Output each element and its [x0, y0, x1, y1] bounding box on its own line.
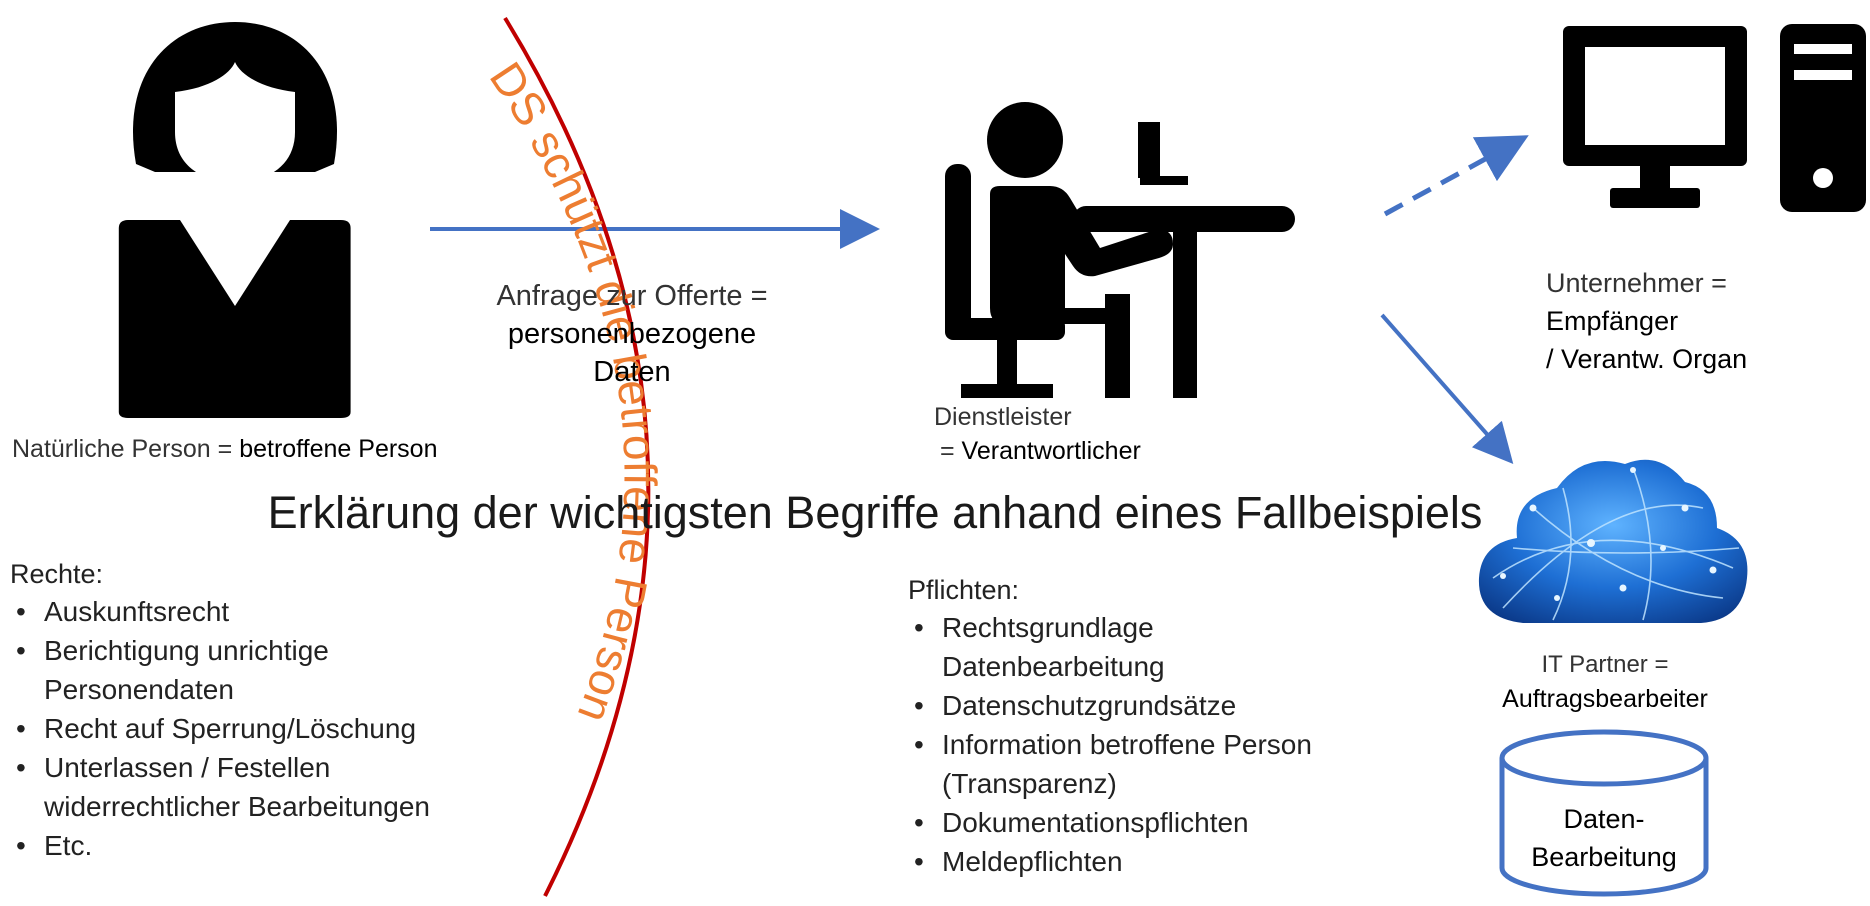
- person-label-bold: betroffene Person: [239, 435, 438, 463]
- request-line-2: personenbezogene: [507, 318, 757, 350]
- rights-item: Auskunftsrecht: [10, 592, 430, 631]
- rights-list: Auskunftsrecht Berichtigung unrichtige P…: [10, 592, 430, 865]
- company-label: Unternehmer = Empfänger / Verantw. Organ: [1546, 264, 1747, 378]
- duties-item: Meldepflichten: [908, 842, 1312, 881]
- duties-heading: Pflichten:: [908, 575, 1020, 605]
- duties-item-continued: (Transparenz): [942, 768, 1117, 799]
- request-label: Anfrage zur Offerte = personenbezogene D…: [462, 277, 802, 391]
- person-icon: [118, 22, 351, 418]
- worker-at-desk-icon: [945, 102, 1295, 398]
- person-label-prefix: Natürliche Person =: [12, 435, 240, 463]
- duties-item: Dokumentationspflichten: [908, 803, 1312, 842]
- provider-label: Dienstleister = Verantwortlicher: [934, 400, 1141, 468]
- rights-section: Rechte: Auskunftsrecht Berichtigung unri…: [10, 556, 430, 865]
- duties-item: Information betroffene Person: [908, 725, 1312, 764]
- it-partner-label: IT Partner = Auftragsbearbeiter: [1480, 648, 1730, 716]
- arrow-to-it-partner: [1380, 313, 1514, 465]
- protection-arc: [503, 16, 651, 897]
- duties-section: Pflichten: Rechtsgrundlage Datenbearbeit…: [908, 572, 1312, 881]
- duties-item-continued: Datenbearbeitung: [942, 651, 1165, 682]
- company-line-1: Unternehmer =: [1546, 268, 1727, 298]
- provider-line-2-prefix: =: [940, 437, 962, 465]
- duties-item: Rechtsgrundlage: [908, 608, 1312, 647]
- rights-item: Berichtigung unrichtige: [10, 631, 430, 670]
- provider-line-2-bold: Verantwortlicher: [961, 437, 1141, 465]
- it-partner-line-1: IT Partner =: [1541, 651, 1669, 678]
- database-line-1: Daten-: [1563, 804, 1645, 834]
- provider-line-2: = Verantwortlicher: [934, 434, 1141, 468]
- rights-item-continued: widerrechtlicher Bearbeitungen: [44, 791, 430, 822]
- request-line-3: Daten: [593, 356, 671, 388]
- cloud-network-icon: [1478, 459, 1748, 623]
- dashed-arrow-to-company: [1383, 135, 1529, 217]
- rights-item: Recht auf Sperrung/Löschung: [10, 709, 430, 748]
- rights-item-continued: Personendaten: [44, 674, 234, 705]
- protection-arc-text: DS schützt die betroffene Person: [480, 53, 667, 730]
- rights-item: Etc.: [10, 826, 430, 865]
- company-line-2: Empfänger: [1546, 306, 1679, 336]
- rights-heading: Rechte:: [10, 559, 104, 589]
- duties-list: Rechtsgrundlage Datenbearbeitung Datensc…: [908, 608, 1312, 881]
- it-partner-line-2: Auftragsbearbeiter: [1502, 685, 1708, 713]
- person-label: Natürliche Person = betroffene Person: [12, 432, 438, 466]
- provider-line-1: Dienstleister: [934, 403, 1072, 431]
- company-line-3: / Verantw. Organ: [1546, 344, 1748, 374]
- request-line-1: Anfrage zur Offerte =: [496, 280, 768, 312]
- computer-icon: [1563, 24, 1866, 212]
- database-label: Daten- Bearbeitung: [1502, 800, 1706, 876]
- page-title: Erklärung der wichtigsten Begriffe anhan…: [267, 487, 1483, 538]
- rights-item: Unterlassen / Festellen: [10, 748, 430, 787]
- duties-item: Datenschutzgrundsätze: [908, 686, 1312, 725]
- database-line-2: Bearbeitung: [1531, 842, 1677, 872]
